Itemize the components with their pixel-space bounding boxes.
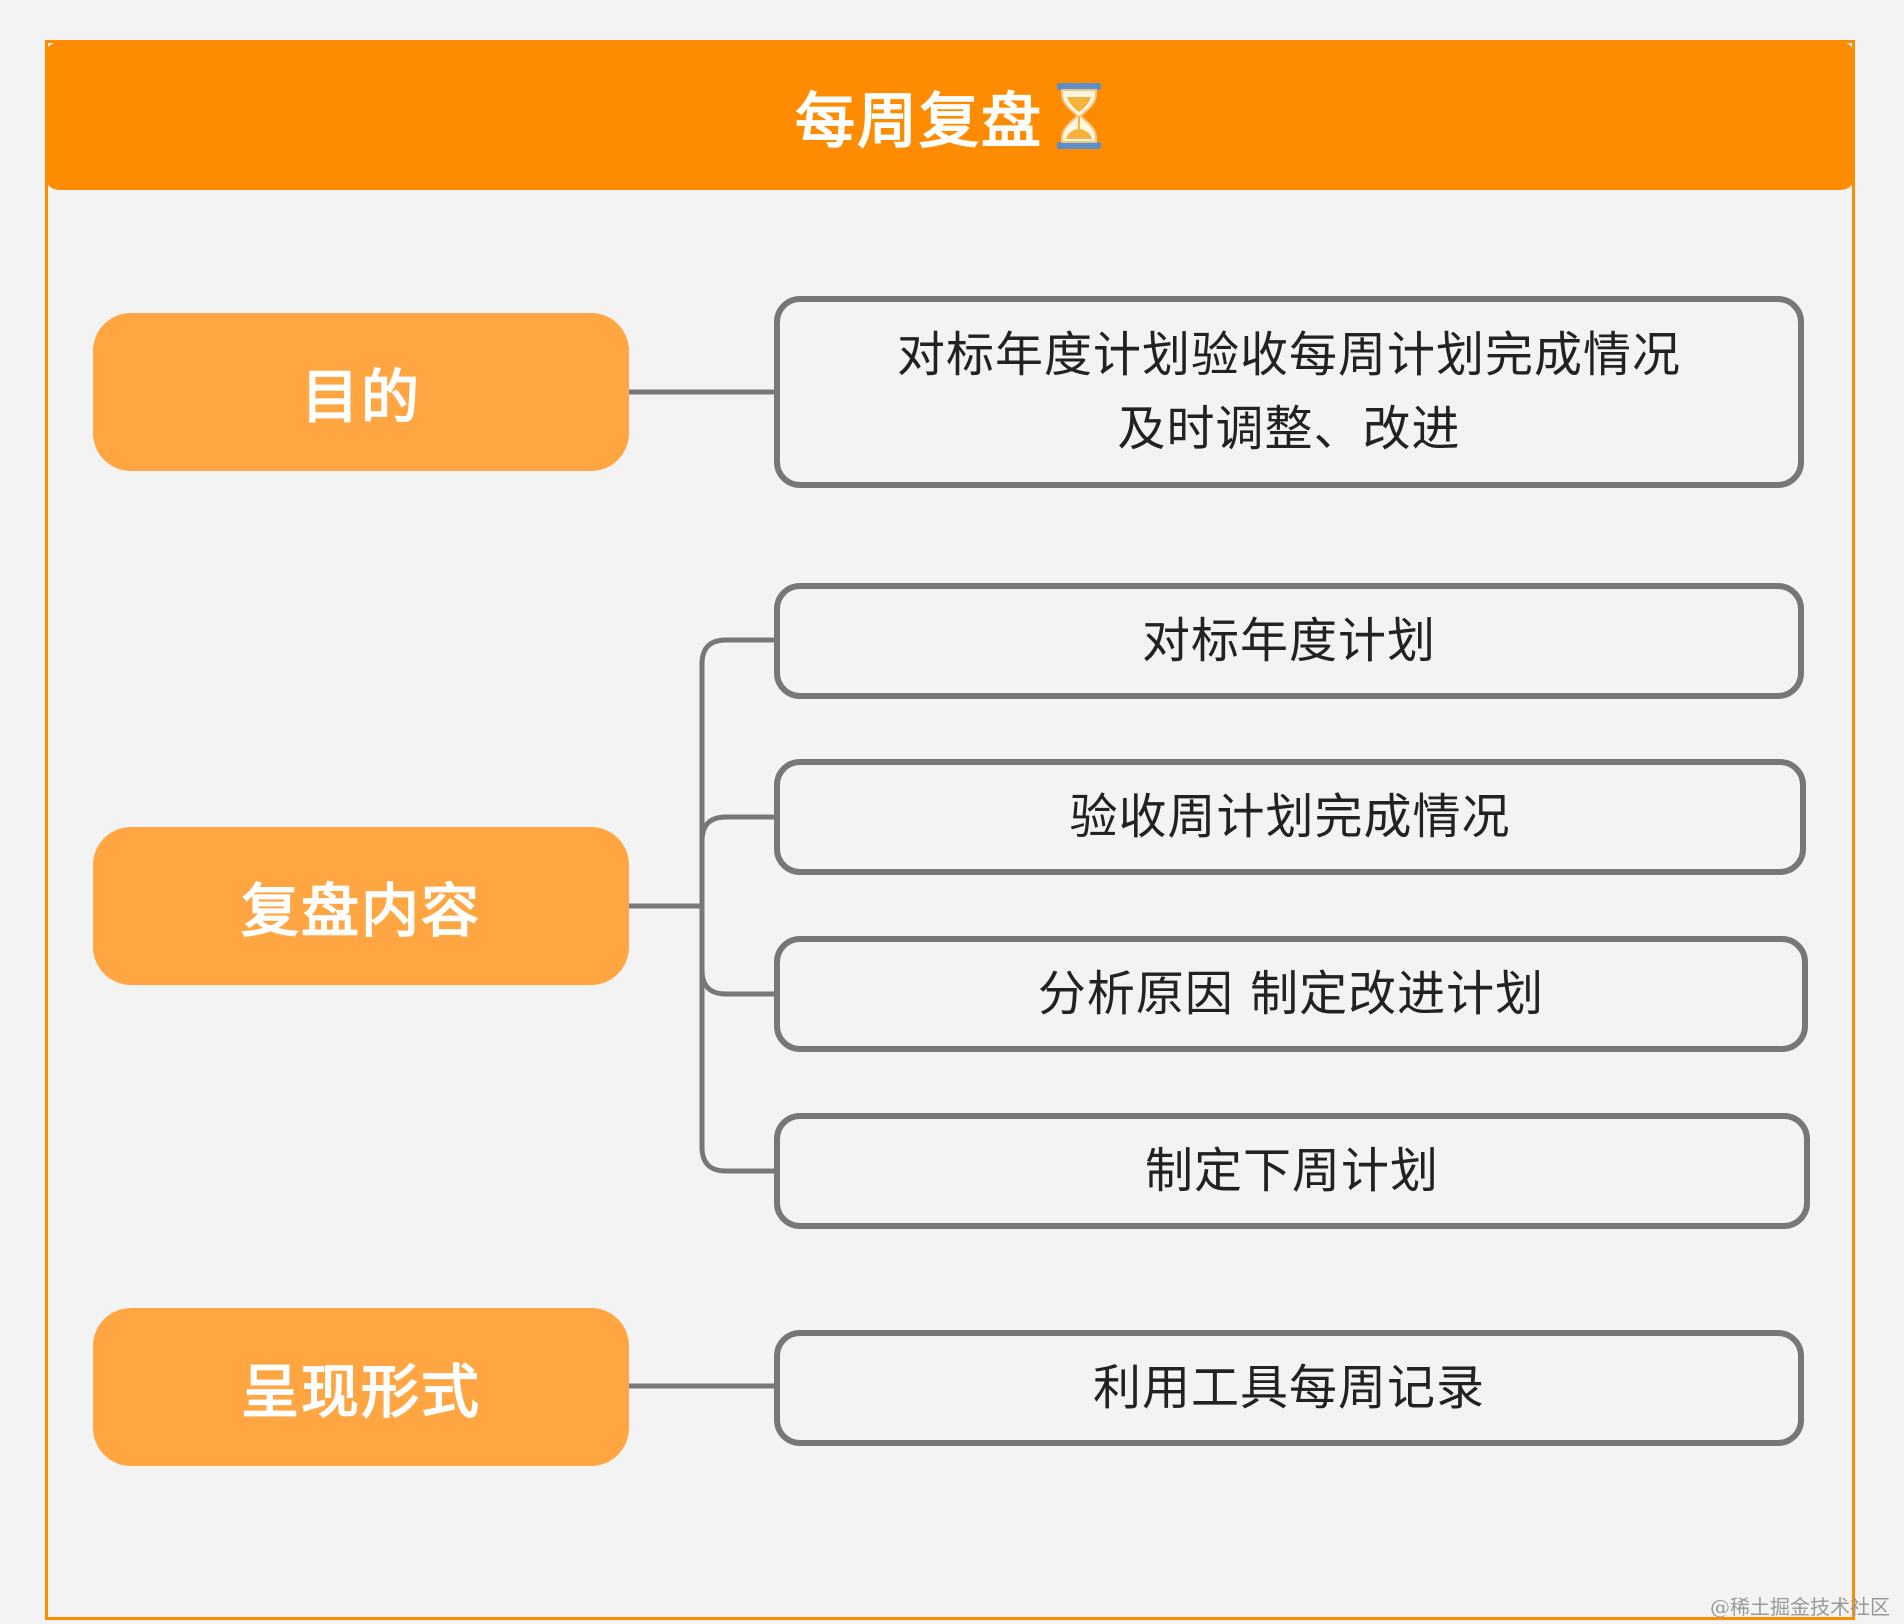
- watermark: @稀土掘金技术社区: [1710, 1595, 1890, 1619]
- category-review-content: 复盘内容: [93, 827, 629, 985]
- page-title: 每周复盘: [795, 86, 1043, 157]
- category-purpose: 目的: [93, 313, 629, 471]
- hourglass-icon: [1057, 83, 1101, 149]
- content-item-1: 对标年度计划: [774, 583, 1804, 699]
- category-presentation-form: 呈现形式: [93, 1308, 629, 1466]
- content-item-2: 验收周计划完成情况: [774, 759, 1806, 875]
- header-banner: 每周复盘: [45, 42, 1855, 190]
- purpose-item: 对标年度计划验收每周计划完成情况 及时调整、改进: [774, 296, 1804, 488]
- content-item-4: 制定下周计划: [774, 1113, 1810, 1229]
- format-item: 利用工具每周记录: [774, 1330, 1804, 1446]
- content-item-3: 分析原因 制定改进计划: [774, 936, 1808, 1052]
